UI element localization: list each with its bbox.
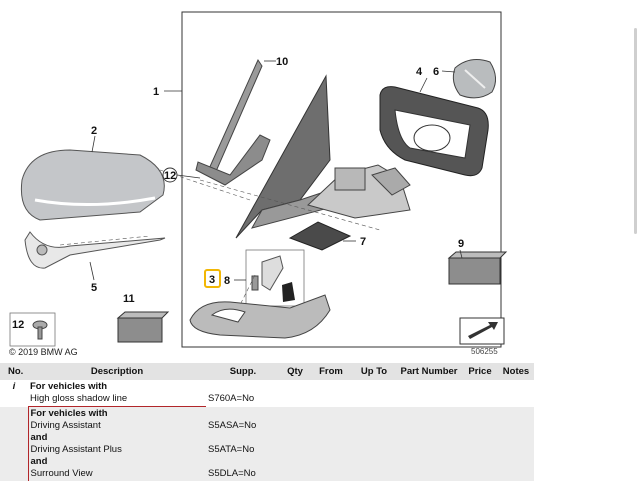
callout-6[interactable]: 6 <box>433 66 439 78</box>
copyright-text: © 2019 BMW AG <box>9 347 78 357</box>
row-supp-code: S760A=No <box>208 393 278 405</box>
col-header-upto[interactable]: Up To <box>352 363 396 380</box>
col-header-notes[interactable]: Notes <box>498 363 534 380</box>
mirror-bracket-arm <box>196 60 270 185</box>
callout-4[interactable]: 4 <box>416 66 423 78</box>
col-header-qty[interactable]: Qty <box>280 363 310 380</box>
callout-12-circled[interactable]: 12 <box>164 170 176 182</box>
row-condition-and: and <box>31 432 205 444</box>
row-condition-title: For vehicles with <box>30 381 204 393</box>
callout-9[interactable]: 9 <box>458 238 464 250</box>
turn-signal-strip <box>25 232 165 268</box>
table-row[interactable]: For vehicles with Driving Assistant and … <box>0 407 534 481</box>
table-header-row: No. Description Supp. Qty From Up To Par… <box>0 363 534 380</box>
table-row[interactable]: i For vehicles with High gloss shadow li… <box>0 380 534 407</box>
callout-1[interactable]: 1 <box>153 86 159 98</box>
col-header-part-number[interactable]: Part Number <box>396 363 462 380</box>
col-header-from[interactable]: From <box>310 363 352 380</box>
callout-10[interactable]: 10 <box>276 56 288 68</box>
callout-12[interactable]: 12 <box>12 319 24 331</box>
callout-2[interactable]: 2 <box>91 125 97 137</box>
callout-5[interactable]: 5 <box>91 282 97 294</box>
part-box-11 <box>118 312 168 342</box>
page-scrollbar[interactable] <box>634 28 637 234</box>
screw-part <box>33 321 47 339</box>
col-header-supp[interactable]: Supp. <box>206 363 280 380</box>
mirror-motor-assembly <box>308 165 410 218</box>
row-condition-item: Driving Assistant <box>31 420 205 432</box>
col-header-no[interactable]: No. <box>0 363 28 380</box>
row-supp-code: S5ATA=No <box>208 444 278 456</box>
callout-11[interactable]: 11 <box>123 293 135 305</box>
row-condition-title: For vehicles with <box>31 408 205 420</box>
row-condition-item: Driving Assistant Plus <box>31 444 205 456</box>
clip-parts <box>252 256 295 302</box>
lower-trim <box>190 295 330 338</box>
col-header-price[interactable]: Price <box>462 363 498 380</box>
diagram-reference-number: 506255 <box>471 347 498 356</box>
part-box-9 <box>449 252 506 284</box>
parts-table: No. Description Supp. Qty From Up To Par… <box>0 363 534 481</box>
row-condition-item: Surround View <box>31 468 205 480</box>
mirror-glass <box>453 60 495 98</box>
callout-7[interactable]: 7 <box>360 236 366 248</box>
row-supp-code: S5ASA=No <box>208 420 278 432</box>
parts-diagram: 1 2 3 4 5 6 7 8 9 10 11 12 12 <box>0 0 640 362</box>
callout-8[interactable]: 8 <box>224 275 230 287</box>
direction-arrow-icon <box>460 318 504 344</box>
callout-3[interactable]: 3 <box>209 274 215 286</box>
row-supp-code: S5DLA=No <box>208 468 278 480</box>
mirror-cap <box>21 150 164 220</box>
mirror-housing-frame <box>380 87 488 176</box>
col-header-description[interactable]: Description <box>28 363 206 380</box>
row-condition-item: High gloss shadow line <box>30 393 204 405</box>
row-condition-and: and <box>31 456 205 468</box>
info-icon[interactable]: i <box>0 380 28 407</box>
base-gasket <box>290 222 350 250</box>
